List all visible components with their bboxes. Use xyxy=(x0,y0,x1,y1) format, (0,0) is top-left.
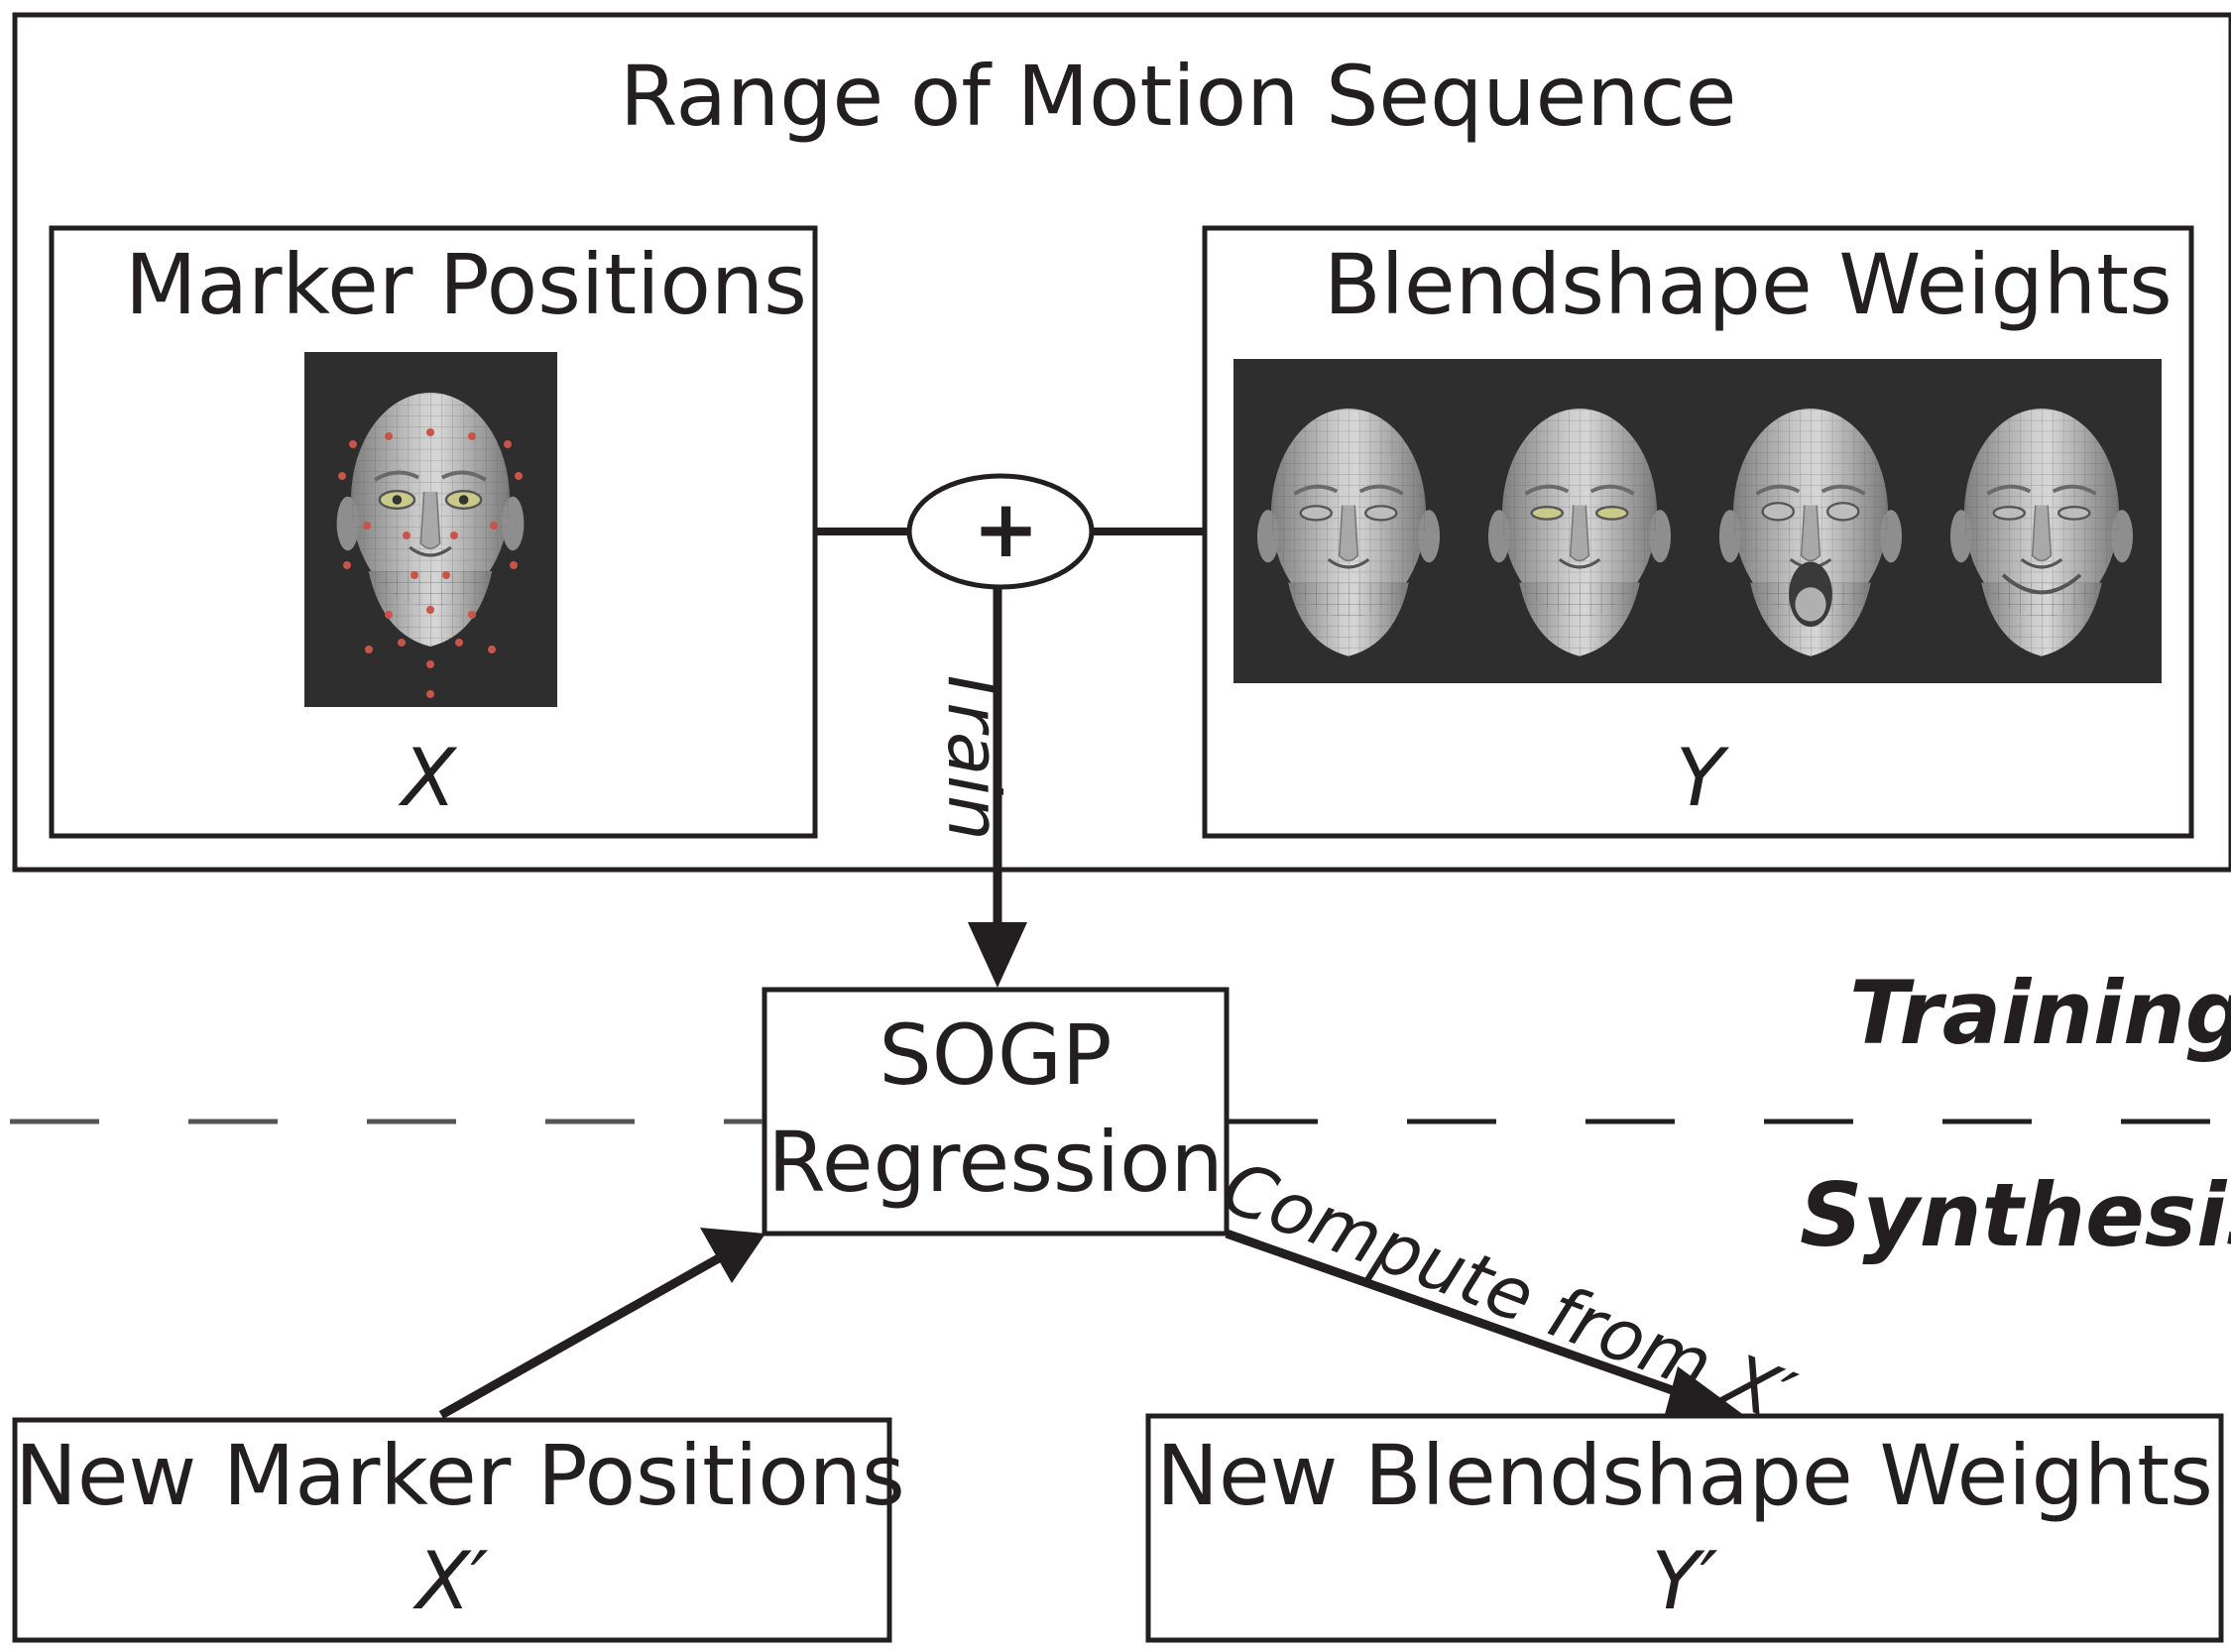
train-label: Train xyxy=(932,664,1015,841)
blendshape-variable: Y xyxy=(1676,732,1724,824)
new-marker-variable: X′ xyxy=(415,1535,489,1627)
new-blendshape-weights-box xyxy=(1145,1413,2224,1643)
face-neutral xyxy=(1255,407,1442,658)
blendshape-weights-title: Blendshape Weights xyxy=(1324,236,2172,333)
new-marker-positions-box xyxy=(12,1417,892,1643)
marker-dots xyxy=(338,428,523,698)
sogp-line2: Regression xyxy=(767,1114,1224,1211)
synthesis-phase-label: Synthesis xyxy=(1800,1164,2231,1266)
face-smile xyxy=(1948,407,2135,658)
compute-arrow xyxy=(1225,1229,1703,1405)
face-mouth-open xyxy=(1717,407,1904,658)
sogp-line1: SOGP xyxy=(879,1006,1113,1104)
input-arrowhead xyxy=(700,1228,765,1283)
input-arrow xyxy=(438,1251,727,1419)
sogp-regression-box xyxy=(762,987,1230,1237)
new-blendshape-variable: Y′ xyxy=(1651,1535,1718,1627)
new-marker-positions-title: New Marker Positions xyxy=(15,1427,905,1524)
range-of-motion-title: Range of Motion Sequence xyxy=(620,48,1737,145)
face-neutral-eyes xyxy=(1486,407,1673,658)
marker-positions-title: Marker Positions xyxy=(125,236,807,333)
training-phase-label: Training xyxy=(1849,962,2231,1064)
compute-arrowhead xyxy=(1664,1366,1745,1418)
marker-face-image xyxy=(304,352,557,707)
range-of-motion-box xyxy=(12,12,2231,873)
new-blendshape-weights-title: New Blendshape Weights xyxy=(1156,1427,2213,1524)
combine-symbol: + xyxy=(973,483,1040,575)
marker-variable: X xyxy=(402,732,456,824)
blendshape-face-strip xyxy=(1233,359,2162,683)
train-arrowhead xyxy=(968,922,1027,988)
